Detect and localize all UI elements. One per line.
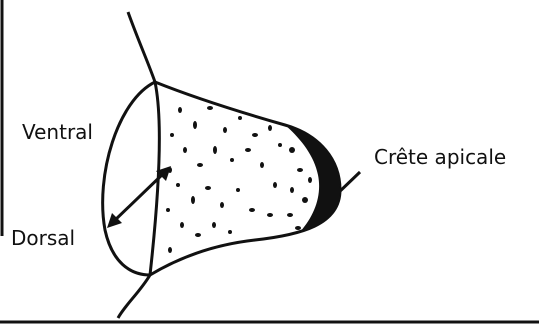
ventral-label: Ventral — [22, 122, 93, 142]
dorsoventral-axis-arrow — [107, 166, 171, 228]
dorsal-label: Dorsal — [11, 228, 75, 248]
apical-ridge-cap — [285, 125, 340, 232]
apical-ridge-label: Crête apicale — [374, 147, 506, 167]
bud-base-oval — [103, 82, 155, 275]
